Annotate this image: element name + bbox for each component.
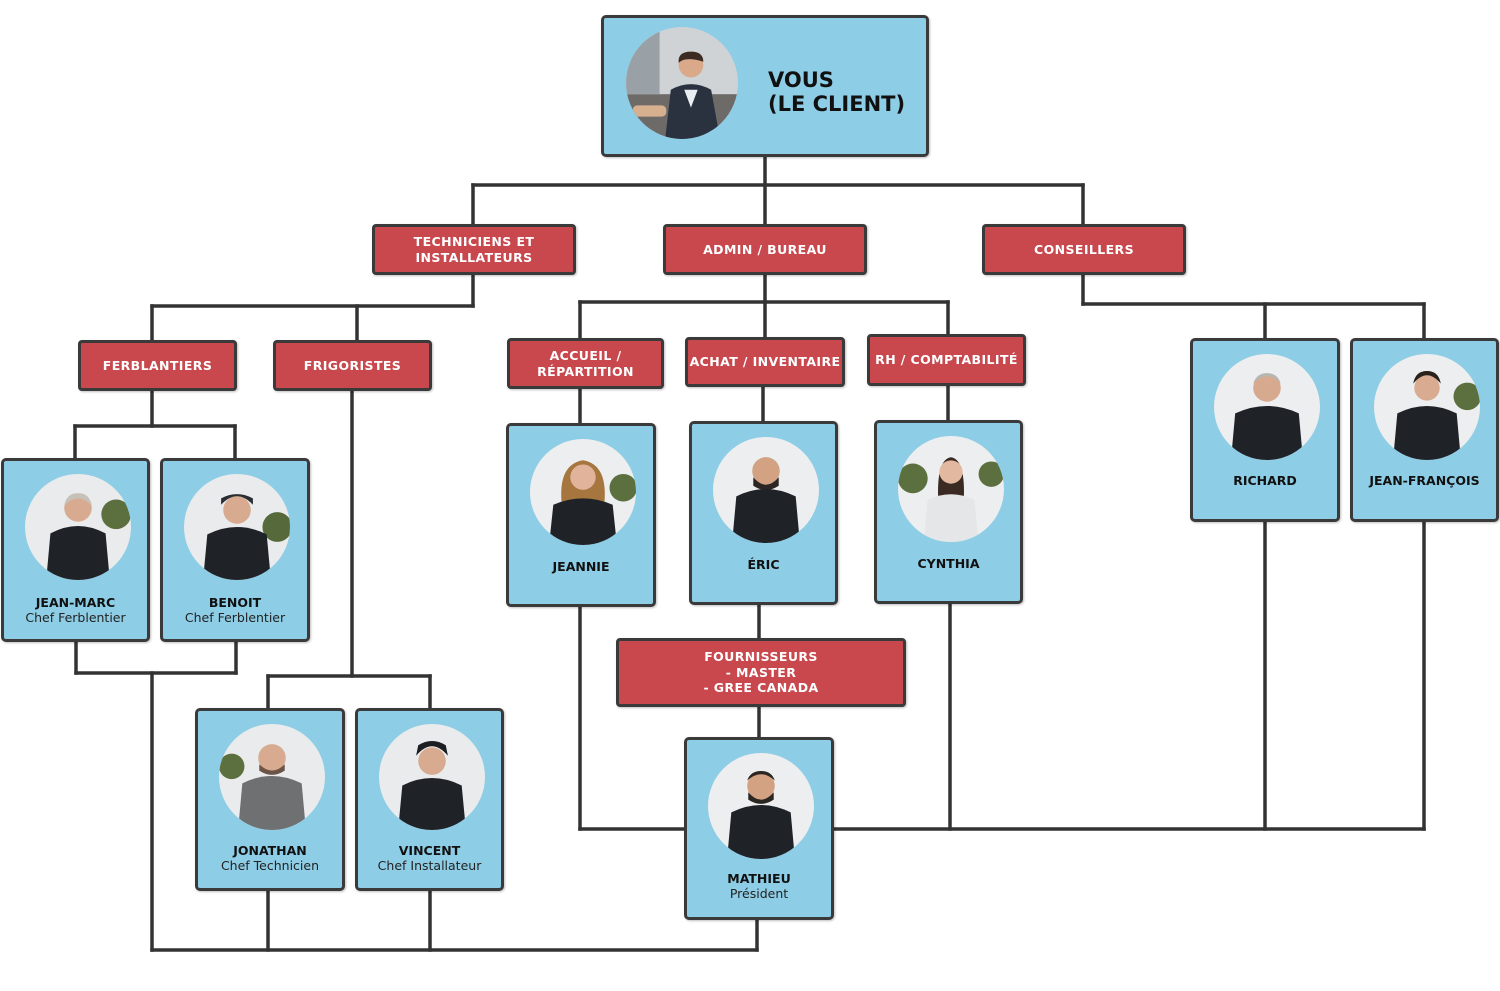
fournisseurs-box: FOURNISSEURS - MASTER - GREE CANADA (616, 638, 906, 707)
person-name: ÉRIC (747, 557, 780, 572)
person-card-jean-marc: JEAN-MARC Chef Ferblentier (1, 458, 150, 642)
person-name: JONATHAN (233, 843, 307, 858)
person-role: Chef Ferblentier (184, 610, 286, 625)
person-card-jonathan: JONATHAN Chef Technicien (195, 708, 345, 891)
person-name: CYNTHIA (917, 556, 980, 571)
person-photo (530, 439, 636, 545)
person-photo (1214, 354, 1320, 460)
person-card-eric: ÉRIC (689, 421, 838, 605)
client-card: VOUS (LE CLIENT) (601, 15, 929, 157)
person-card-cynthia: CYNTHIA (874, 420, 1023, 604)
department-admin: ADMIN / BUREAU (663, 224, 867, 275)
person-role: Président (729, 886, 789, 901)
person-role: Chef Ferblentier (25, 610, 126, 625)
person-photo (713, 437, 819, 543)
person-photo (25, 474, 131, 580)
client-photo (626, 27, 738, 139)
person-name: RICHARD (1233, 473, 1297, 488)
person-card-vincent: VINCENT Chef Installateur (355, 708, 504, 891)
person-photo (219, 724, 325, 830)
department-conseillers: CONSEILLERS (982, 224, 1186, 275)
person-card-benoit: BENOIT Chef Ferblentier (160, 458, 310, 642)
person-photo (708, 753, 814, 859)
person-photo (184, 474, 290, 580)
person-role: Chef Installateur (377, 858, 482, 873)
subgroup-rh: RH / COMPTABILITÉ (867, 334, 1026, 386)
subgroup-ferblantiers: FERBLANTIERS (78, 340, 237, 391)
person-name: JEAN-MARC (35, 595, 116, 610)
person-card-richard: RICHARD (1190, 338, 1340, 522)
subgroup-achat: ACHAT / INVENTAIRE (685, 337, 845, 387)
person-name: JEAN-FRANÇOIS (1369, 473, 1480, 488)
person-card-jean-francois: JEAN-FRANÇOIS (1350, 338, 1499, 522)
person-name: JEANNIE (552, 559, 610, 574)
client-title: VOUS (LE CLIENT) (768, 68, 906, 117)
person-name: BENOIT (208, 595, 262, 610)
subgroup-accueil: ACCUEIL / RÉPARTITION (507, 338, 664, 389)
department-techniciens: TECHNICIENS ET INSTALLATEURS (372, 224, 576, 275)
person-photo (379, 724, 485, 830)
person-photo (1374, 354, 1480, 460)
person-card-jeannie: JEANNIE (506, 423, 656, 607)
person-card-mathieu: MATHIEU Président (684, 737, 834, 920)
person-name: VINCENT (398, 843, 461, 858)
person-name: MATHIEU (727, 871, 791, 886)
person-photo (898, 436, 1004, 542)
subgroup-frigoristes: FRIGORISTES (273, 340, 432, 391)
person-role: Chef Technicien (220, 858, 320, 873)
